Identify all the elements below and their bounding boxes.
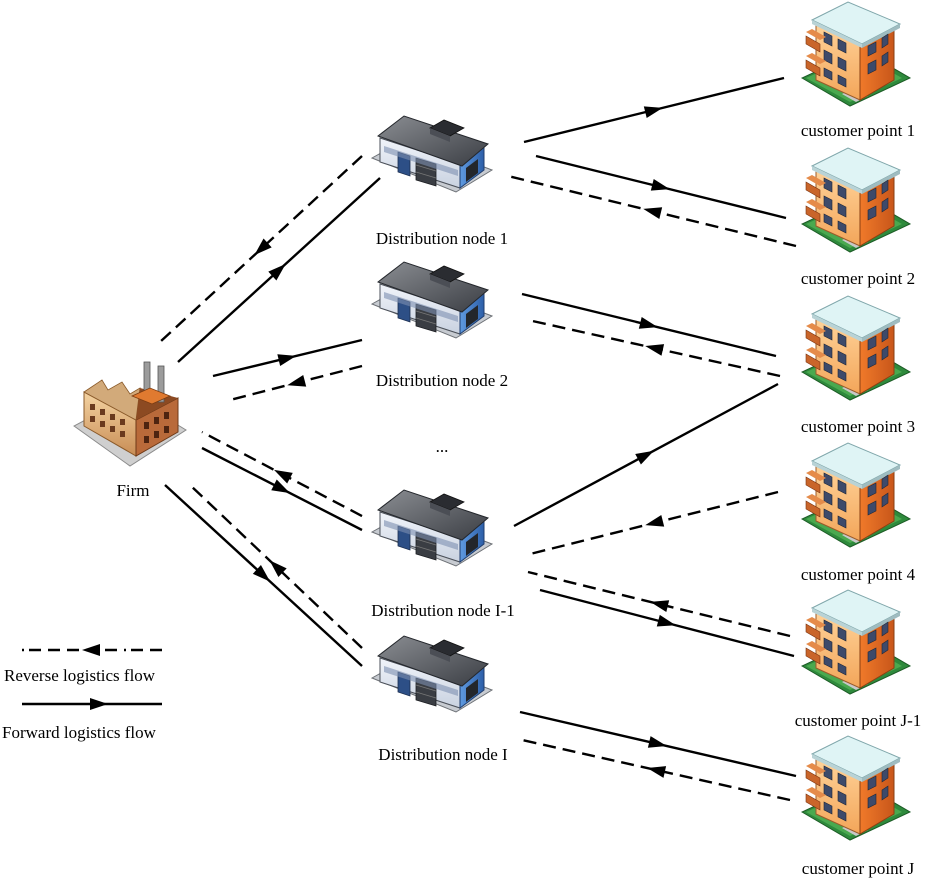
customer-point-3-label: customer point 3 xyxy=(800,417,916,436)
forward-di1-to-cj1-arrowhead xyxy=(656,614,676,627)
customer-point-j-1-label: customer point J-1 xyxy=(794,711,922,730)
customer-point-2-label: customer point 2 xyxy=(800,269,916,288)
reverse-c3-to-d2-arrowhead xyxy=(645,344,665,356)
firm-factory-icon xyxy=(73,361,187,467)
legend-reverse-label: Reverse logistics flow xyxy=(4,666,156,685)
forward-di-to-cj-arrowhead xyxy=(647,736,667,748)
reverse-cj-to-di-line xyxy=(521,738,791,802)
customer-point-4-building-icon xyxy=(801,442,911,548)
distribution-node-i-label: Distribution node I xyxy=(378,745,508,764)
customer-point-j-1-building-icon xyxy=(801,589,911,695)
forward-firm-to-di-arrowhead xyxy=(252,564,271,582)
reverse-di-to-firm-arrowhead xyxy=(269,560,287,578)
forward-d1-to-c2-arrowhead xyxy=(650,179,670,191)
reverse-c2-to-d1-arrowhead xyxy=(643,207,663,219)
distribution-node-2-warehouse-icon xyxy=(371,261,493,339)
distribution-node-i-1-warehouse-icon xyxy=(371,489,493,567)
flow-arrowheads xyxy=(252,106,676,778)
customer-point-2-building-icon xyxy=(801,147,911,253)
legend-forward-label: Forward logistics flow xyxy=(2,723,156,742)
reverse-cj1-to-di1-arrowhead xyxy=(650,600,670,612)
forward-d1-to-c1-arrowhead xyxy=(643,106,663,118)
customer-point-1-building-icon xyxy=(801,1,911,107)
distribution-node-2-label: Distribution node 2 xyxy=(375,371,509,390)
forward-di1-to-c3-arrowhead xyxy=(635,450,654,465)
legend-symbols xyxy=(22,644,162,710)
reverse-cj1-to-di1-line xyxy=(527,570,791,638)
customer-point-j-label: customer point J xyxy=(801,859,915,878)
ellipsis-label: ... xyxy=(435,437,449,456)
forward-firm-to-d1-arrowhead xyxy=(268,263,286,281)
customer-point-j-building-icon xyxy=(801,735,911,841)
legend-reverse-arrowhead xyxy=(82,644,100,656)
distribution-node-i-1-label: Distribution node I-1 xyxy=(371,601,515,620)
reverse-di1-to-firm-arrowhead xyxy=(274,469,293,484)
reverse-cj-to-di-arrowhead xyxy=(647,766,667,778)
legend-forward-arrowhead xyxy=(90,698,108,710)
reverse-d2-to-firm-arrowhead xyxy=(287,374,307,387)
distribution-node-1-label: Distribution node 1 xyxy=(375,229,509,248)
customer-point-4-label: customer point 4 xyxy=(800,565,916,584)
reverse-c4-to-di1-arrowhead xyxy=(645,514,665,527)
distribution-node-i-warehouse-icon xyxy=(371,635,493,713)
firm-label: Firm xyxy=(116,481,150,500)
customer-point-3-building-icon xyxy=(801,295,911,401)
forward-firm-to-d2-arrowhead xyxy=(277,354,297,366)
reverse-d1-to-firm-line xyxy=(159,155,363,343)
forward-d2-to-c3-arrowhead xyxy=(638,317,658,329)
reverse-d1-to-firm-arrowhead xyxy=(254,238,272,256)
forward-firm-to-di1-arrowhead xyxy=(271,479,291,494)
customer-point-1-label: customer point 1 xyxy=(800,121,916,140)
distribution-node-1-warehouse-icon xyxy=(371,115,493,193)
